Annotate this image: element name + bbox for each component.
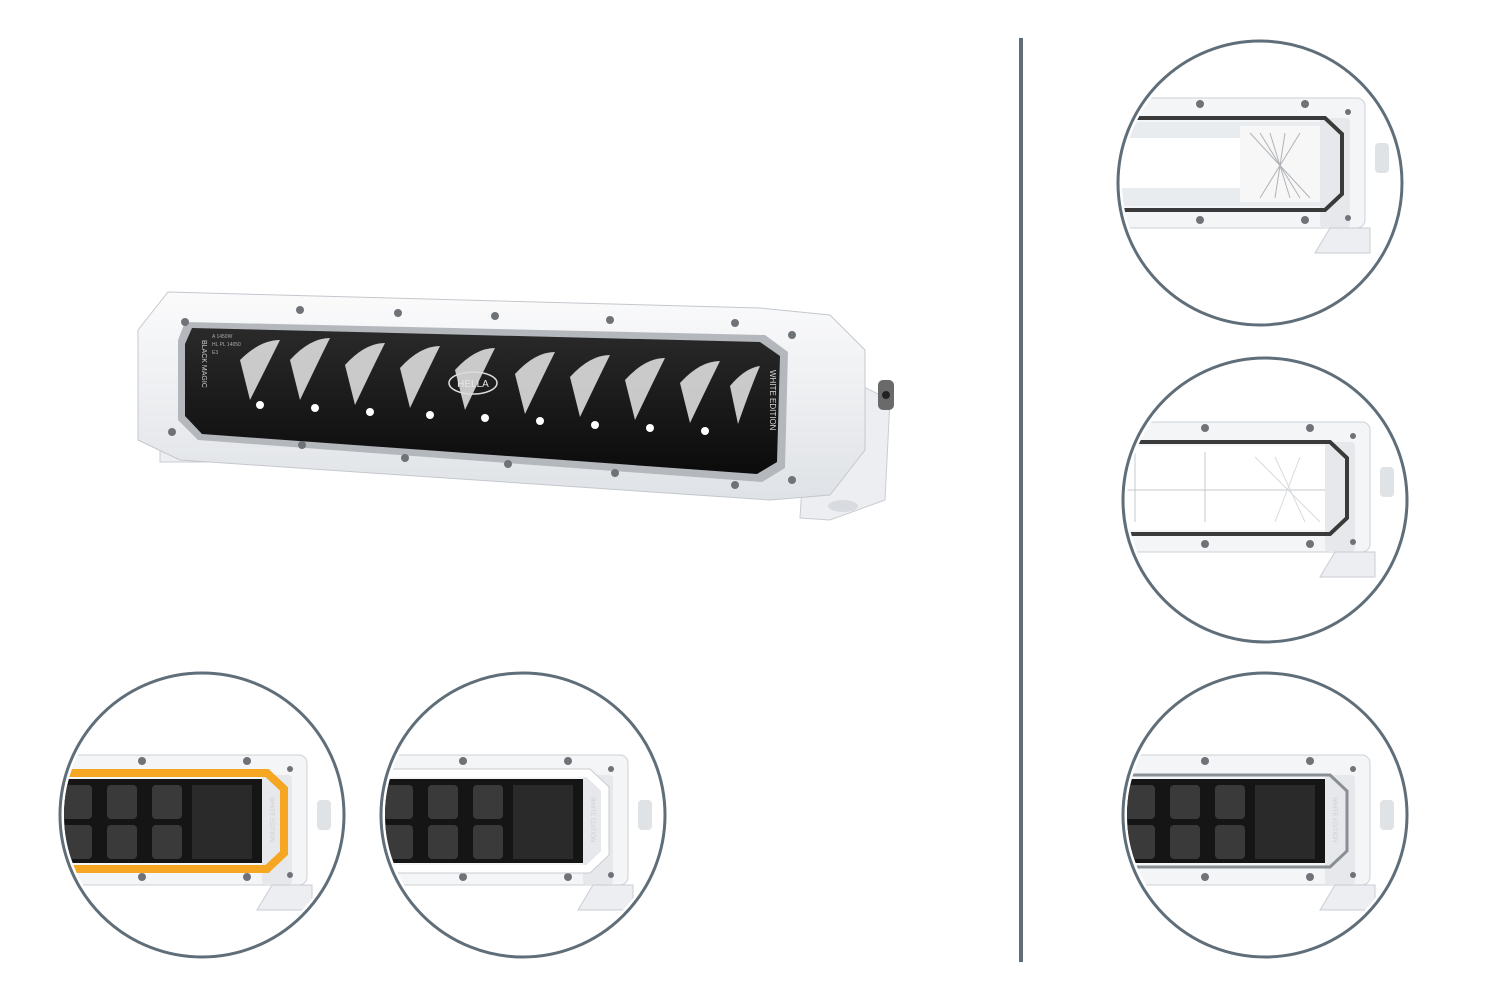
edition-label: WHITE EDITION: [1331, 797, 1337, 842]
series-label: BLACK MAGIC: [200, 340, 207, 388]
light-bar-illustration: HELLA BLACK MAGIC WHITE EDITION A 1450W …: [137, 291, 894, 521]
spec-line: HL PL 14050: [212, 342, 241, 348]
detail-low-beam: [1120, 355, 1410, 645]
spec-line: E3: [212, 350, 218, 356]
detail-amber-position-light: WHITE EDITION: [57, 670, 347, 960]
led-reflectors: [240, 338, 760, 424]
edition-label: WHITE EDITION: [268, 797, 274, 842]
vertical-divider: [1019, 38, 1023, 962]
detail-high-beam: [1115, 38, 1405, 328]
edition-label: WHITE EDITION: [589, 797, 595, 842]
spec-line: A 1450W: [212, 334, 233, 340]
detail-white-position-light: WHITE EDITION: [378, 670, 668, 960]
detail-off: WHITE EDITION: [1120, 670, 1410, 960]
edition-label: WHITE EDITION: [768, 370, 777, 431]
brand-logo: HELLA: [457, 379, 489, 390]
main-product-image: HELLA BLACK MAGIC WHITE EDITION A 1450W …: [130, 280, 900, 530]
